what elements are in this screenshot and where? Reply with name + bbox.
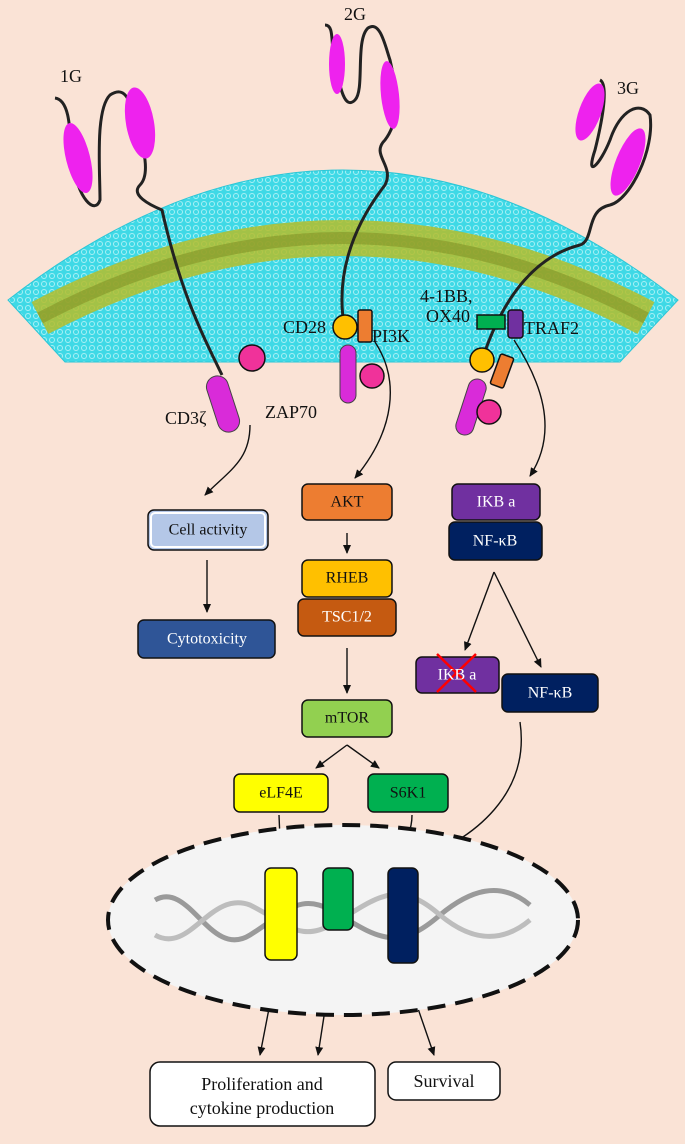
box-cytotoxicity: Cytotoxicity [137,619,276,659]
scfv-domain-heavy [610,128,646,196]
scfv-domain-heavy [380,61,400,129]
box-tsc1-2: TSC1/2 [297,598,397,637]
costim-4-1bb-rect [476,314,506,330]
label-pi3k: PI3K [372,326,410,346]
box-akt-label: AKT [331,494,364,511]
degradation-cross-icon [436,653,477,693]
scfv-domain-light [575,83,605,141]
car-3g: 3G 4-1BB, OX40 TRAF2 [420,78,653,436]
nucleus [106,823,580,1017]
box-ikba-degraded-label: IKB a [438,667,477,684]
scfv-domain-light [329,34,345,94]
gene-nfkb-target [387,867,419,964]
cd3z-domain [205,375,241,433]
cd28-circle [332,314,358,340]
label-cd3z: CD3ζ [165,408,207,428]
label-1g: 1G [60,66,82,86]
gene-elf4e-target [264,867,298,961]
label-cd28: CD28 [283,317,326,337]
outcome-proliferation: Proliferation and cytokine production [149,1061,376,1127]
box-elf4e: eLF4E [233,773,329,813]
traf2-rect [507,309,524,339]
box-nfkb-label: NF-κB [473,533,518,550]
scfv-domain-light [63,122,93,194]
box-s6k1: S6K1 [367,773,449,813]
pi3k-rect [357,309,373,343]
zap70-circle [359,363,385,389]
label-zap70: ZAP70 [265,402,317,422]
label-traf2: TRAF2 [524,318,579,338]
box-rheb-label: RHEB [326,570,369,587]
scfv-domain-heavy [124,87,156,159]
outcome-proliferation-line1: Proliferation and [201,1074,322,1094]
box-ikba: IKB a [451,483,541,521]
box-cell-activity: Cell activity [147,509,269,551]
box-akt: AKT [301,483,393,521]
pi3k-rect [489,353,515,389]
cd3z-domain [339,344,357,404]
box-mtor: mTOR [301,699,393,738]
car-1g: 1G CD3ζ ZAP70 [54,66,317,433]
outcome-survival: Survival [387,1061,501,1101]
box-nfkb-free-label: NF-κB [528,685,573,702]
car-2g: 2G CD28 PI3K [283,4,410,404]
box-s6k1-label: S6K1 [390,785,426,802]
zap70-circle [476,399,502,425]
outcome-survival-label: Survival [414,1071,475,1091]
cd28-circle [469,347,495,373]
box-cell-activity-label: Cell activity [169,522,248,539]
outcome-proliferation-line2: cytokine production [190,1098,334,1118]
box-ikba-degraded: IKB a [415,653,500,694]
box-rheb: RHEB [301,559,393,598]
label-3g: 3G [617,78,639,98]
box-nfkb: NF-κB [448,521,543,561]
box-elf4e-label: eLF4E [259,785,303,802]
label-ox40: OX40 [426,306,470,326]
label-2g: 2G [344,4,366,24]
label-4-1bb: 4-1BB, [420,286,473,306]
zap70-circle [238,344,266,372]
box-cytotoxicity-label: Cytotoxicity [167,631,247,648]
box-mtor-label: mTOR [325,710,369,727]
gene-s6k1-target [322,867,354,931]
box-nfkb-free: NF-κB [501,673,599,713]
box-tsc-label: TSC1/2 [322,609,372,626]
box-ikba-label: IKB a [477,494,516,511]
